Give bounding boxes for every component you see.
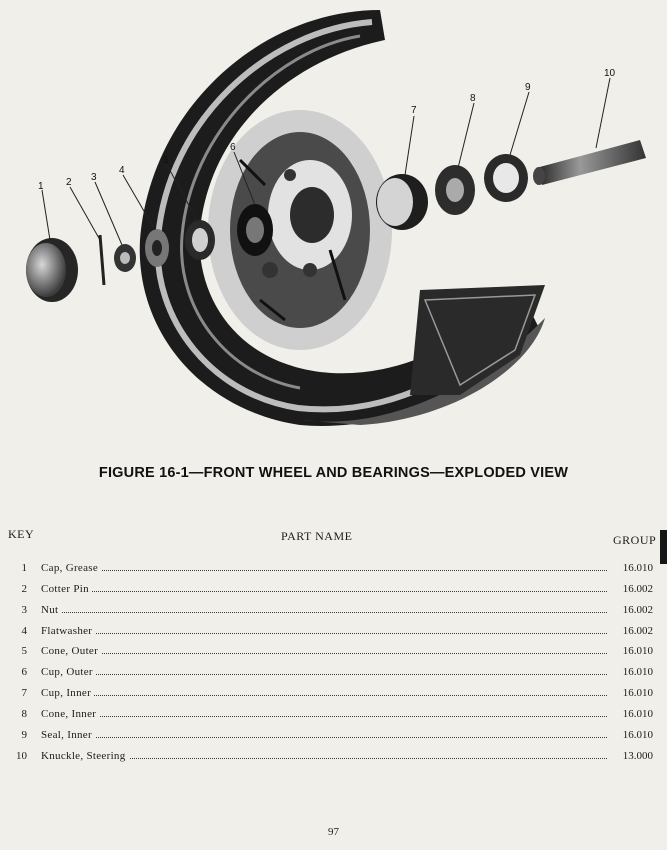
grease-cap-part [26, 238, 78, 302]
row-key: 7 [21, 687, 28, 699]
dot-leader [41, 591, 607, 592]
row-group: 16.010 [608, 666, 653, 678]
dot-leader [41, 674, 607, 675]
row-part-name: Cup, Inner [41, 687, 95, 699]
row-group: 16.010 [608, 708, 653, 720]
row-part-name: Nut [41, 604, 62, 616]
table-row: 4 Flatwasher 16.002 [0, 625, 667, 645]
dot-leader [41, 570, 607, 571]
row-part-name: Cone, Inner [41, 708, 100, 720]
row-part-name: Cotter Pin [41, 583, 92, 595]
row-key: 4 [21, 625, 28, 637]
cotter-pin-part [98, 234, 106, 286]
row-part-name: Seal, Inner [41, 729, 95, 741]
row-key: 2 [21, 583, 28, 595]
table-row: 6 Cup, Outer 16.010 [0, 666, 667, 686]
exploded-view-illustration [26, 10, 646, 426]
row-key: 1 [21, 562, 28, 574]
inner-cup-part [376, 174, 428, 230]
row-part-name: Cone, Outer [41, 645, 102, 657]
dot-leader [41, 633, 607, 634]
callout-5: 5 [163, 155, 169, 166]
steering-knuckle-part [533, 140, 646, 185]
callout-2: 2 [66, 177, 72, 188]
page-number: 97 [328, 826, 339, 838]
flatwasher-part [145, 229, 169, 267]
row-group: 16.002 [608, 604, 653, 616]
row-key: 10 [16, 750, 27, 762]
row-part-name: Knuckle, Steering [41, 750, 129, 762]
row-key: 5 [21, 645, 28, 657]
table-row: 10 Knuckle, Steering 13.000 [0, 750, 667, 770]
row-group: 16.002 [608, 625, 653, 637]
nut-part [114, 244, 136, 272]
table-row: 9 Seal, Inner 16.010 [0, 729, 667, 749]
outer-cone-part [185, 220, 215, 260]
table-row: 5 Cone, Outer 16.010 [0, 645, 667, 665]
inner-cone-part [435, 165, 475, 215]
callout-4: 4 [119, 165, 125, 176]
dot-leader [41, 695, 607, 696]
backing-plate [139, 10, 545, 426]
callout-7: 7 [411, 105, 417, 116]
inner-seal-part [484, 154, 528, 202]
section-edge-tab [660, 530, 667, 564]
key-column-header: KEY [8, 527, 35, 541]
dot-leader [41, 653, 607, 654]
callout-6: 6 [230, 142, 236, 153]
table-row: 7 Cup, Inner 16.010 [0, 687, 667, 707]
row-part-name: Cup, Outer [41, 666, 96, 678]
row-group: 16.010 [608, 645, 653, 657]
row-group: 13.000 [608, 750, 653, 762]
callout-10: 10 [604, 68, 616, 79]
dot-leader [41, 612, 607, 613]
callout-3: 3 [91, 172, 97, 183]
row-group: 16.010 [608, 562, 653, 574]
table-row: 8 Cone, Inner 16.010 [0, 708, 667, 728]
group-column-header: GROUP [613, 533, 657, 547]
table-row: 2 Cotter Pin 16.002 [0, 583, 667, 603]
row-key: 9 [21, 729, 28, 741]
callout-leader-lines [41, 77, 611, 246]
row-part-name: Cap, Grease [41, 562, 102, 574]
row-group: 16.010 [608, 687, 653, 699]
figure-caption: FIGURE 16-1—FRONT WHEEL AND BEARINGS—EXP… [98, 465, 569, 481]
row-group: 16.002 [608, 583, 653, 595]
row-key: 6 [21, 666, 28, 678]
row-part-name: Flatwasher [41, 625, 96, 637]
dot-leader [41, 758, 607, 759]
dot-leader [41, 716, 607, 717]
hub-assembly [208, 110, 392, 350]
dot-leader [41, 737, 607, 738]
row-key: 8 [21, 708, 28, 720]
callout-1: 1 [38, 181, 44, 192]
callout-8: 8 [470, 93, 476, 104]
callout-9: 9 [525, 82, 531, 93]
row-key: 3 [21, 604, 28, 616]
row-group: 16.010 [608, 729, 653, 741]
table-row: 3 Nut 16.002 [0, 604, 667, 624]
table-row: 1 Cap, Grease 16.010 [0, 562, 667, 582]
part-name-column-header: PART NAME [281, 529, 353, 543]
